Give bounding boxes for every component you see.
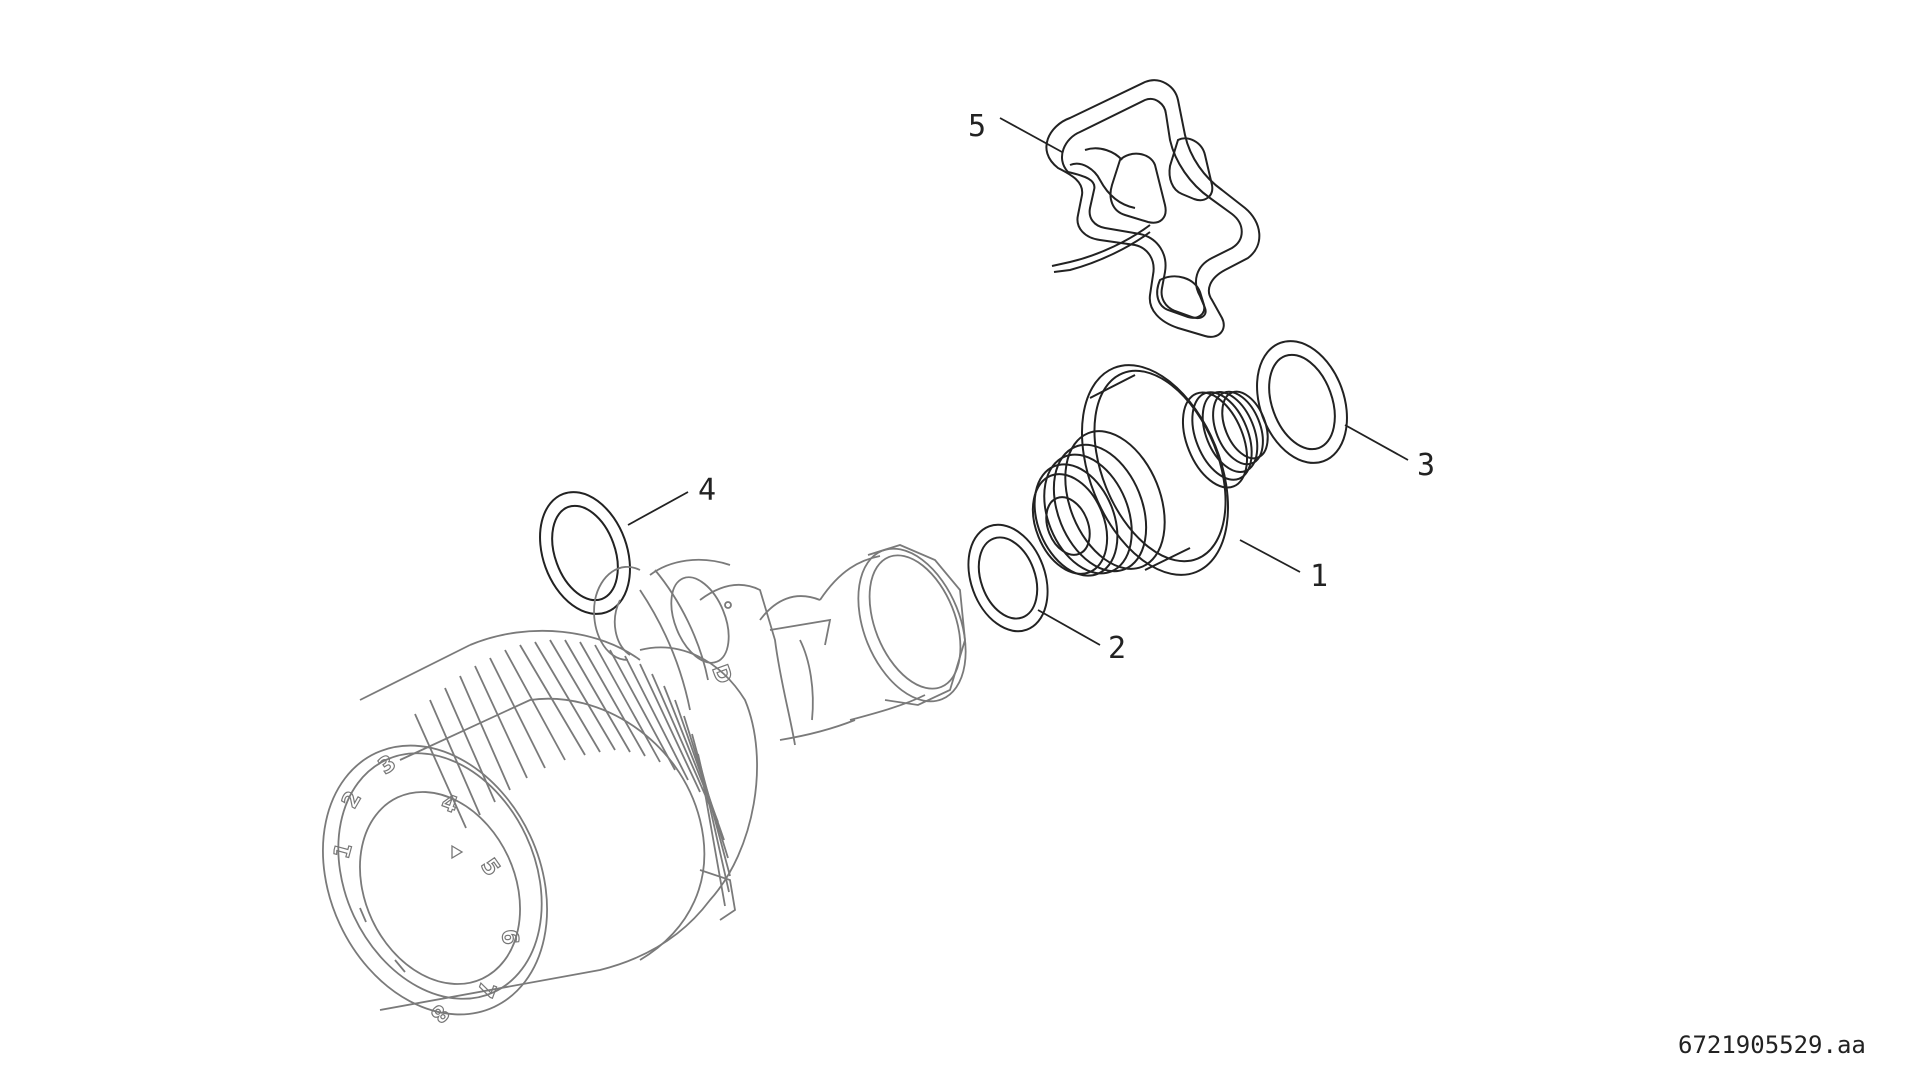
drawing-reference-number: 6721905529.aa: [1678, 1031, 1866, 1059]
callout-labels: 5 3 1 2 4: [698, 109, 1435, 666]
sealing-ring-part-4: [539, 491, 631, 615]
dial-tick: [359, 907, 367, 923]
callout-5: 5: [968, 109, 986, 144]
callout-4: 4: [698, 473, 716, 508]
dial-mark: 1: [330, 840, 358, 861]
dial-mark: 8: [425, 999, 454, 1028]
sealing-ring-part-2: [967, 523, 1049, 633]
leader-line-2: [1037, 609, 1101, 646]
valve-body: D: [593, 544, 967, 746]
leader-line-4: [627, 491, 689, 526]
leader-line-1: [1239, 539, 1301, 573]
callout-1: 1: [1310, 559, 1328, 594]
leader-lines: [627, 117, 1409, 646]
dial-pointer-icon: [451, 844, 464, 860]
dial-mark: 6: [496, 928, 522, 945]
callout-3: 3: [1417, 448, 1435, 483]
callout-2: 2: [1108, 631, 1126, 666]
dial-mark: 5: [475, 854, 504, 881]
thermostatic-head: [322, 630, 758, 1016]
threaded-adapter-part: [1031, 364, 1269, 577]
retaining-clip-part: [1045, 79, 1261, 338]
dial-tick: [394, 959, 406, 973]
valve-marking: D: [706, 662, 736, 688]
leader-line-3: [1344, 424, 1409, 461]
sealing-ring-part-3: [1256, 340, 1348, 464]
leader-line-5: [999, 117, 1063, 153]
